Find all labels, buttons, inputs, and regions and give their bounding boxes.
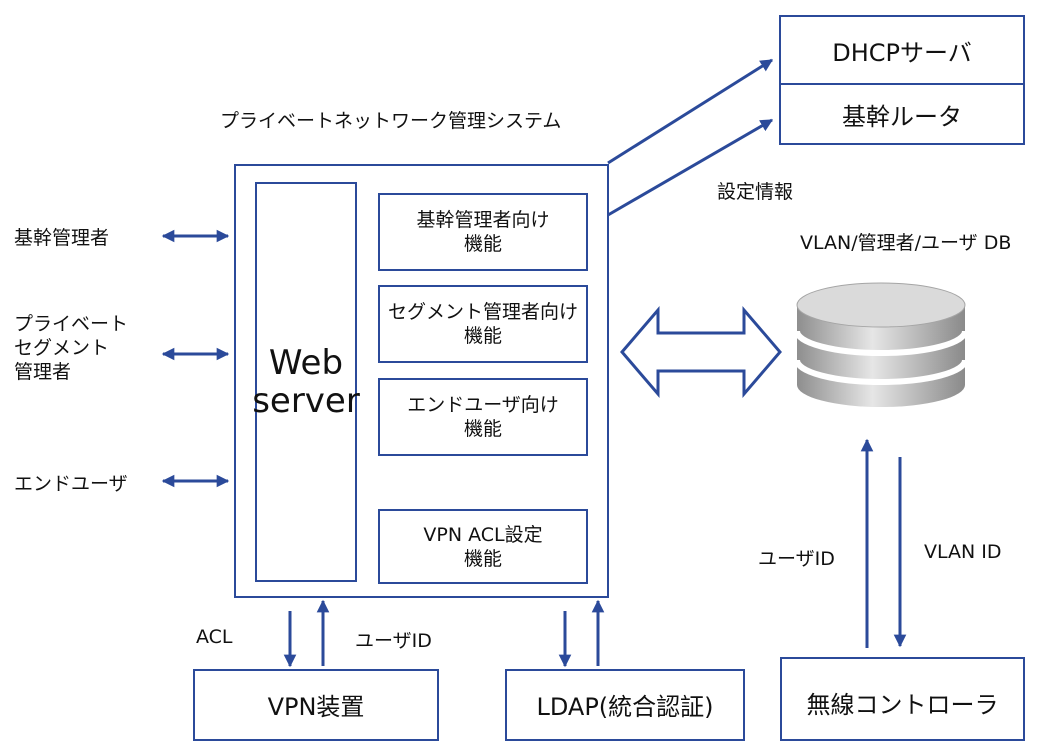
end-user-function-line1: エンドユーザ向け (407, 394, 559, 416)
router-arrow (607, 118, 774, 217)
segment-admin-label: プライベート セグメント 管理者 (14, 312, 128, 384)
vpn-userid-label: ユーザID (355, 630, 432, 652)
core-admin-function-line1: 基幹管理者向け (416, 209, 550, 231)
dhcp-server-box: DHCPサーバ (779, 15, 1025, 85)
ldap-label: LDAP(統合認証) (536, 693, 714, 721)
dhcp-server-label: DHCPサーバ (832, 38, 972, 67)
segment-admin-function-line1: セグメント管理者向け (387, 301, 578, 323)
system-title: プライベートネットワーク管理システム (220, 110, 562, 132)
acl-label: ACL (196, 626, 233, 648)
config-info-label: 設定情報 (717, 181, 794, 203)
database-icon (794, 282, 968, 407)
end-user-function-line2: 機能 (463, 418, 502, 440)
vpn-acl-function-box: VPN ACL設定 機能 (378, 509, 588, 584)
end-user-label: エンドユーザ (14, 473, 128, 495)
web-server-box: Web server (252, 182, 360, 582)
wireless-controller-label: 無線コントローラ (806, 691, 999, 719)
end-user-function-box: エンドユーザ向け 機能 (378, 378, 588, 456)
vpn-device-box: VPN装置 (193, 669, 439, 741)
vpn-device-label: VPN装置 (267, 693, 365, 721)
db-label: VLAN/管理者/ユーザ DB (800, 232, 1012, 254)
db-exchange-arrow (620, 305, 782, 399)
dhcp-arrow (607, 58, 774, 165)
web-server-line2: server (252, 381, 360, 421)
ldap-box: LDAP(統合認証) (505, 669, 745, 741)
segment-admin-line1: プライベート (14, 313, 129, 335)
core-admin-function-line2: 機能 (463, 233, 502, 255)
segment-admin-line3: 管理者 (14, 361, 72, 383)
core-admin-label: 基幹管理者 (14, 227, 110, 249)
vpn-acl-function-line1: VPN ACL設定 (423, 523, 543, 546)
segment-admin-function-line2: 機能 (463, 325, 502, 347)
core-router-box: 基幹ルータ (779, 83, 1025, 145)
wlc-userid-label: ユーザID (758, 548, 835, 570)
segment-admin-line2: セグメント (14, 337, 110, 359)
vpn-acl-function-line2: 機能 (463, 547, 502, 570)
wireless-controller-box: 無線コントローラ (780, 657, 1025, 741)
vlan-id-label: VLAN ID (924, 541, 1002, 563)
web-server-line1: Web (268, 343, 344, 383)
core-admin-function-box: 基幹管理者向け 機能 (378, 193, 588, 271)
segment-admin-function-box: セグメント管理者向け 機能 (378, 285, 588, 363)
core-router-label: 基幹ルータ (842, 102, 962, 131)
